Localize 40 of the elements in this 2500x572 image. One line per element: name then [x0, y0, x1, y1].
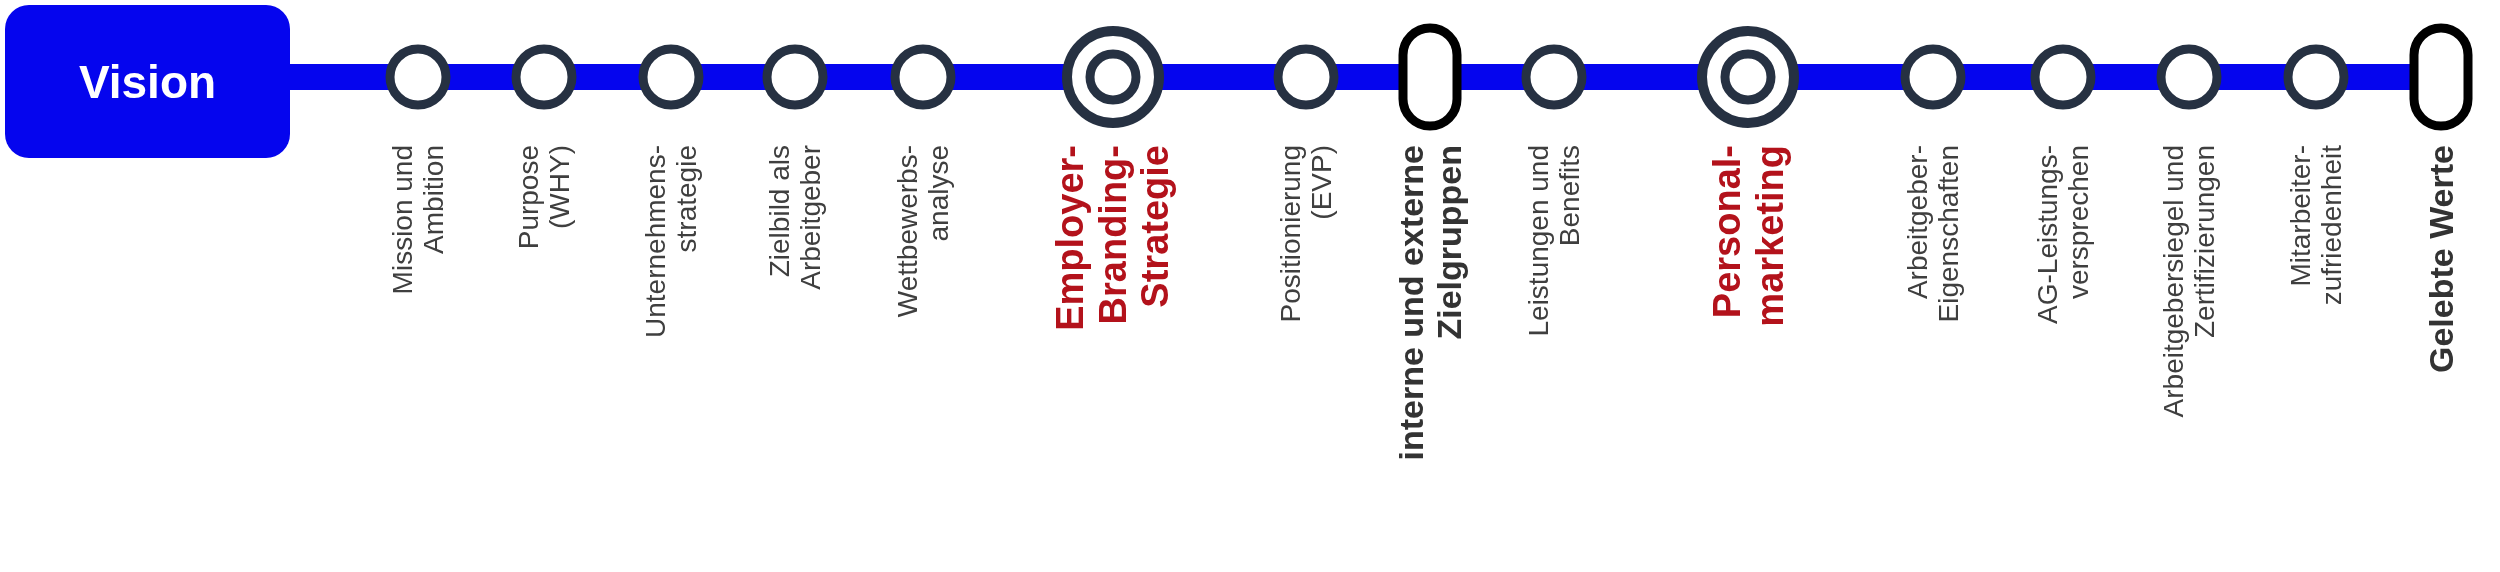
station-label: Unternehmens- strategie — [639, 145, 703, 340]
vision-box — [5, 5, 290, 158]
station-label: Mitarbeiter- zufriedenheit — [2284, 145, 2348, 308]
line-segment — [1161, 64, 1277, 90]
station-circle — [890, 44, 956, 110]
station-label: Employer- Branding- Strategie — [1049, 145, 1177, 333]
station-label: Personal- marketing — [1705, 145, 1791, 329]
station-label: Mission und Ambition — [386, 145, 450, 297]
station-label: Wettbewerbs- analyse — [891, 145, 955, 320]
station-circle — [385, 44, 451, 110]
line-segment — [824, 64, 894, 90]
station-circle — [1900, 44, 1966, 110]
station-circle — [2156, 44, 2222, 110]
station-label: Purpose (WHY) — [512, 145, 576, 252]
station-circle — [511, 44, 577, 110]
major-station-circle — [1061, 25, 1165, 129]
line-segment — [700, 64, 766, 90]
major-station-circle — [1696, 25, 1800, 129]
line-segment — [1796, 64, 1904, 90]
station-circle — [638, 44, 704, 110]
line-segment — [2218, 64, 2287, 90]
station-circle — [1273, 44, 1339, 110]
line-segment — [1583, 64, 1700, 90]
station-label: interne und externe Zielgruppen — [1392, 145, 1469, 463]
line-segment — [1962, 64, 2034, 90]
station-circle — [1521, 44, 1587, 110]
line-segment — [2092, 64, 2160, 90]
station-circle — [762, 44, 828, 110]
line-segment — [573, 64, 642, 90]
line-segment — [447, 64, 515, 90]
station-label: Leistungen und Benefits — [1522, 145, 1586, 339]
station-label: AG-Leistungs- versprechen — [2031, 145, 2095, 326]
station-label: Arbeitgeber- Eigenschaften — [1901, 145, 1965, 325]
line-segment — [952, 64, 1065, 90]
station-label: Positionierung (EVP) — [1274, 145, 1338, 325]
station-circle — [2030, 44, 2096, 110]
station-circle — [2283, 44, 2349, 110]
vision-label: Vision — [78, 54, 217, 109]
station-label: Gelebte Werte — [2422, 145, 2461, 375]
line-segment — [290, 64, 389, 90]
